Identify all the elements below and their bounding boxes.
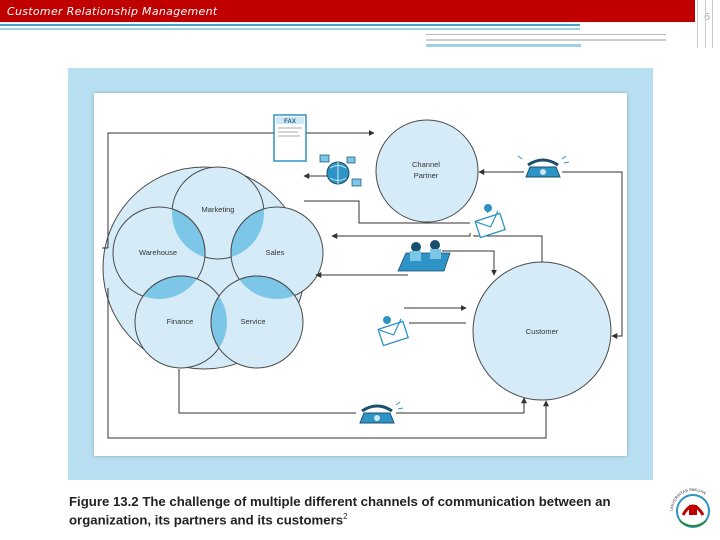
overlap-warehouse-finance — [134, 275, 205, 299]
caption-footnote: 2 — [343, 512, 348, 521]
page-number: 6 — [703, 12, 711, 23]
side-line-1 — [697, 0, 698, 48]
label-finance: Finance — [167, 317, 194, 326]
diagram-panel: Marketing Warehouse Sales Finance Servic… — [94, 93, 627, 456]
channel-partner-circle — [375, 119, 479, 223]
side-line-2 — [705, 0, 706, 48]
connector-bottom-phone-right — [396, 397, 527, 414]
fax-icon: FAX — [273, 114, 307, 162]
overlap-finance-service — [210, 276, 227, 368]
header-bar: Customer Relationship Management — [0, 0, 695, 22]
label-warehouse: Warehouse — [139, 248, 177, 257]
fax-label: FAX — [284, 119, 296, 125]
overlap-sales-service — [231, 275, 304, 299]
label-sales: Sales — [266, 248, 285, 257]
label-customer: Customer — [526, 327, 559, 336]
overlap-marketing-sales — [230, 206, 264, 259]
connector-envelope-to-org — [342, 233, 471, 237]
communication-diagram: Marketing Warehouse Sales Finance Servic… — [102, 114, 623, 439]
label-service: Service — [240, 317, 265, 326]
header-stripe-3 — [426, 34, 666, 35]
label-channel-partner-line1: Channel — [412, 160, 440, 169]
label-marketing: Marketing — [202, 205, 235, 214]
telephone-icon — [517, 155, 570, 178]
overlap-marketing-warehouse — [172, 206, 206, 259]
header-title: Customer Relationship Management — [7, 5, 218, 18]
caption-label: Figure 13.2 — [69, 494, 139, 509]
caption-text: The challenge of multiple different chan… — [69, 494, 611, 528]
university-logo: UNIVERSITAS PAKUAN — [669, 487, 710, 528]
figure-caption: Figure 13.2 The challenge of multiple di… — [69, 494, 649, 527]
envelope-icon — [474, 204, 506, 239]
globe-network-icon — [319, 154, 362, 187]
side-line-3 — [712, 0, 713, 48]
header-stripe-2 — [0, 28, 580, 30]
people-group-icon — [397, 240, 451, 272]
header-stripe-5 — [426, 44, 581, 47]
figure-frame: Marketing Warehouse Sales Finance Servic… — [68, 68, 653, 480]
telephone-icon — [359, 401, 404, 424]
envelope-icon — [377, 316, 409, 347]
label-channel-partner-line2: Partner — [414, 171, 439, 180]
header-stripe-1 — [0, 24, 580, 26]
connector-fax-to-partner — [107, 132, 274, 248]
connector-group-to-customer — [442, 250, 497, 276]
connector-customer-to-group — [473, 235, 543, 262]
connector-bottom-phone-left — [178, 369, 356, 414]
header-stripe-4 — [426, 39, 666, 41]
connector-phone-to-customer — [562, 171, 623, 339]
connector-outer-bottom — [107, 288, 549, 439]
connector-org-to-partner — [304, 200, 470, 224]
